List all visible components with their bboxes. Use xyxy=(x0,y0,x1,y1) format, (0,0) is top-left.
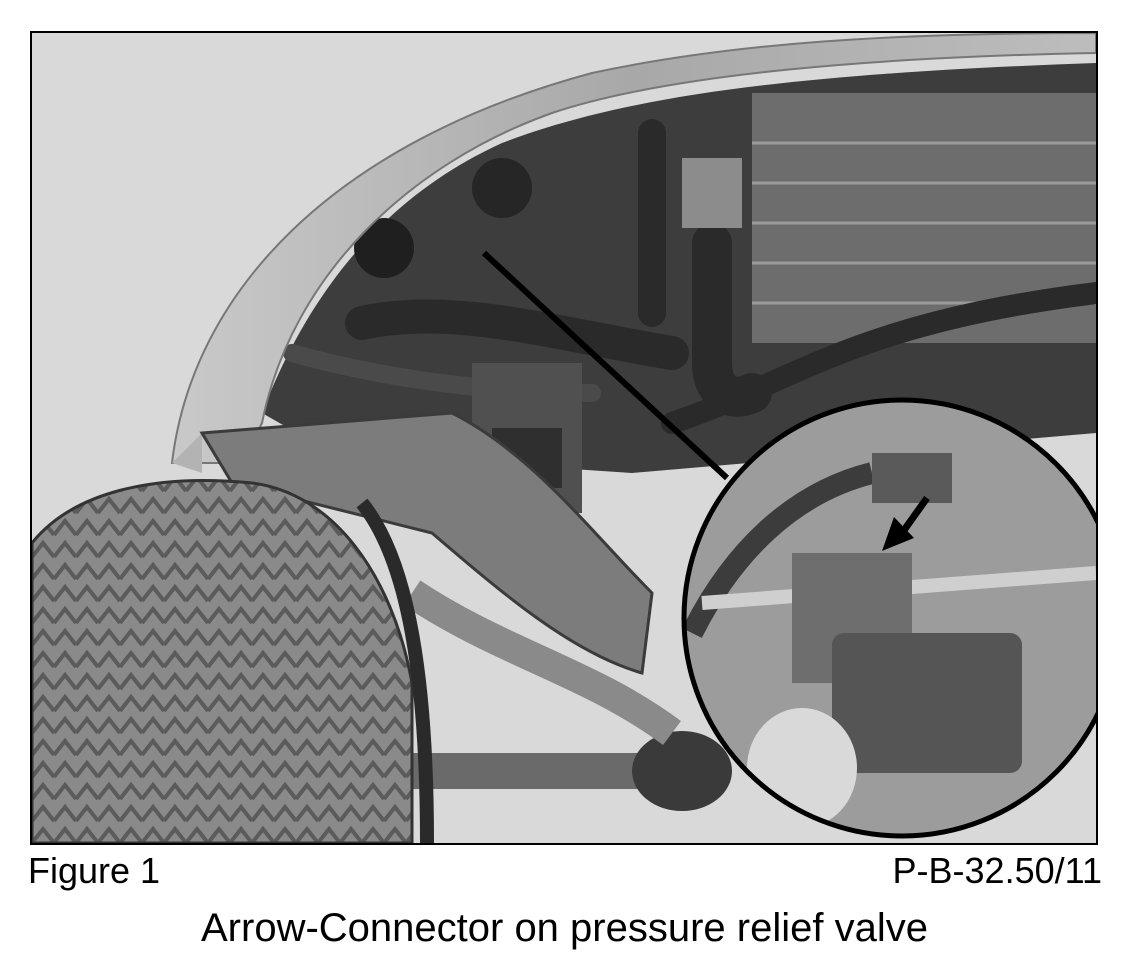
steering-boot xyxy=(632,731,732,811)
figure-reference: P-B-32.50/11 xyxy=(892,850,1102,891)
connector xyxy=(872,453,952,503)
photo-illustration xyxy=(32,33,1096,843)
tire xyxy=(32,479,414,843)
reservoir xyxy=(354,218,414,278)
sensor xyxy=(682,158,742,228)
figure-caption: Arrow-Connector on pressure relief valve xyxy=(201,906,928,950)
support-bracket xyxy=(199,411,654,675)
arrow-icon xyxy=(882,495,930,551)
wheel xyxy=(32,479,434,843)
pointer-line xyxy=(481,250,730,481)
figure-label: Figure 1 xyxy=(28,850,161,891)
photo-frame xyxy=(30,31,1098,845)
detail-inset xyxy=(681,397,1096,839)
bumper xyxy=(170,33,1096,464)
radiator xyxy=(752,93,1096,343)
inset-border xyxy=(681,397,1096,839)
